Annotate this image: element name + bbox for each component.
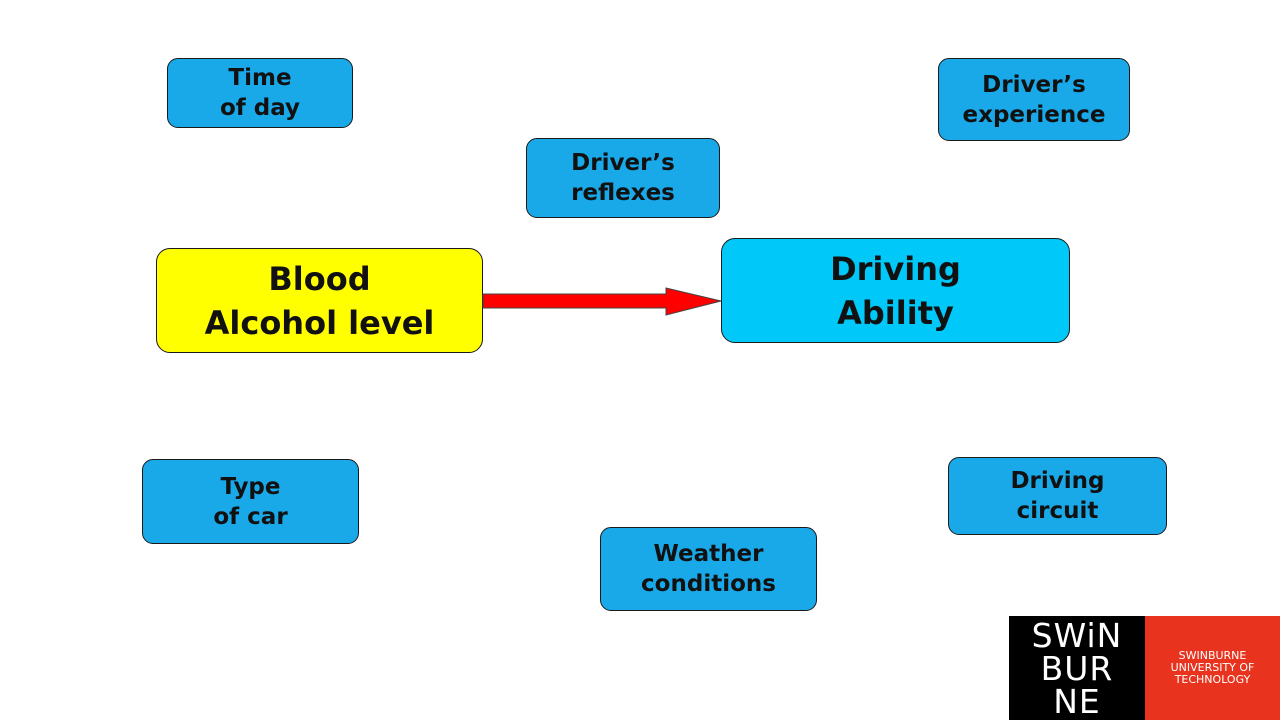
node-time-of-day: Time of day <box>167 58 353 128</box>
swinburne-logo: SWiN BUR NE SWINBURNE UNIVERSITY OF TECH… <box>1009 616 1280 720</box>
node-type-of-car-line-2: of car <box>213 503 288 530</box>
node-drivers-experience: Driver’s experience <box>938 58 1130 141</box>
node-weather-conditions-line-1: Weather <box>653 541 764 567</box>
node-time-of-day-line-1: Time <box>228 65 292 91</box>
node-blood-alcohol-line-2: Alcohol level <box>204 303 435 342</box>
logo-wordmark: SWiN BUR NE <box>1009 616 1145 720</box>
node-driving-circuit: Driving circuit <box>948 457 1167 535</box>
node-time-of-day-line-2: of day <box>219 95 301 121</box>
logo-wordmark-line-3: NE <box>1053 681 1101 720</box>
node-driving-ability: Driving Ability <box>721 238 1070 343</box>
logo-wordmark-line-2: BUR <box>1040 648 1114 688</box>
node-drivers-reflexes-line-2: reflexes <box>571 180 675 206</box>
node-blood-alcohol-line-1: Blood <box>268 259 371 298</box>
node-weather-conditions: Weather conditions <box>600 527 817 611</box>
logo-wordmark-line-1: SWiN <box>1031 615 1123 655</box>
node-driving-circuit-line-1: Driving <box>1010 468 1105 494</box>
logo-name-line-1: SWINBURNE <box>1178 649 1247 662</box>
logo-name-line-2: UNIVERSITY OF <box>1170 661 1255 674</box>
node-drivers-experience-line-1: Driver’s <box>982 71 1086 98</box>
logo-name-line-3: TECHNOLOGY <box>1174 673 1251 686</box>
node-drivers-reflexes-line-1: Driver’s <box>571 150 675 176</box>
node-type-of-car-line-1: Type <box>220 473 281 500</box>
logo-university-name: SWINBURNE UNIVERSITY OF TECHNOLOGY <box>1145 616 1280 720</box>
node-type-of-car: Type of car <box>142 459 359 544</box>
node-drivers-reflexes: Driver’s reflexes <box>526 138 720 218</box>
node-weather-conditions-line-2: conditions <box>641 571 776 597</box>
node-blood-alcohol-level: Blood Alcohol level <box>156 248 483 353</box>
node-drivers-experience-line-2: experience <box>962 101 1106 128</box>
causal-arrow-shape <box>482 287 722 316</box>
node-driving-ability-line-2: Ability <box>837 293 954 332</box>
node-driving-circuit-line-2: circuit <box>1016 498 1099 524</box>
node-driving-ability-line-1: Driving <box>830 249 961 288</box>
